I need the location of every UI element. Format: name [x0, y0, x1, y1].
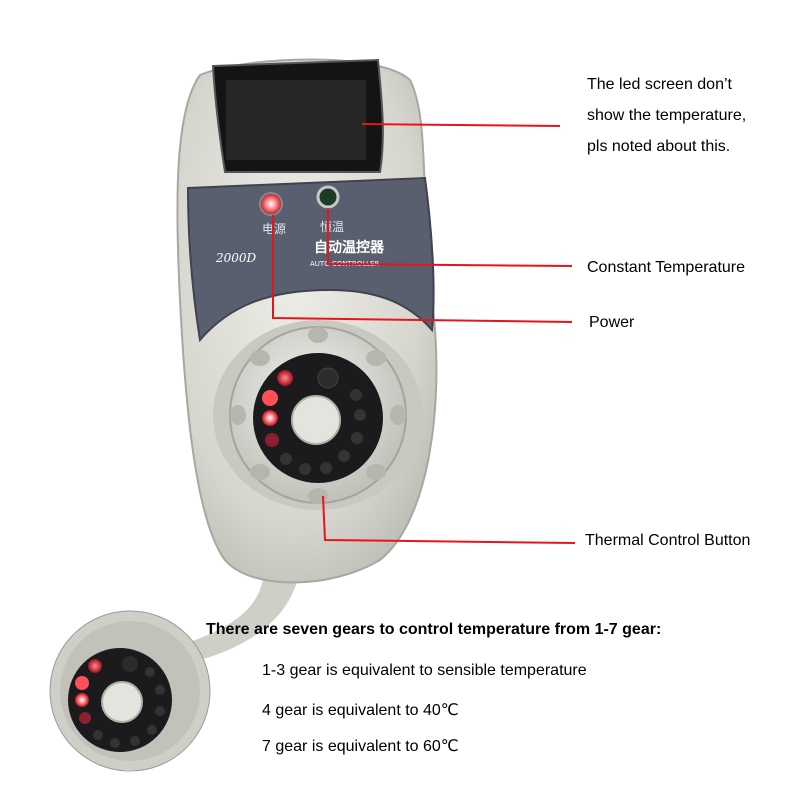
panel-label-constant: 恒温 — [320, 220, 344, 234]
led-screen-note: The led screen don’t show the temperatur… — [587, 69, 746, 162]
knob-center-button[interactable] — [291, 395, 341, 445]
control-panel — [186, 176, 435, 343]
led-note-line: show the temperature, — [587, 107, 747, 124]
pointer-thermal-button — [322, 495, 576, 544]
label-thermal-control-button: Thermal Control Button — [585, 532, 751, 549]
gear-line-2: 4 gear is equivalent to 40℃ — [262, 702, 459, 719]
gear-line-3: 7 gear is equivalent to 60℃ — [262, 738, 459, 755]
led-note-line: The led screen don’t — [587, 76, 732, 93]
pointer-led-screen — [361, 123, 561, 127]
panel-model: 2000D — [215, 251, 257, 265]
led-screen-glass — [226, 80, 366, 160]
panel-brand-cn: 自动温控器 — [314, 239, 385, 256]
power-led — [259, 192, 283, 216]
gear-leds — [262, 367, 366, 475]
led-note-line: pls noted about this. — [587, 138, 731, 155]
gear-line-1: 1-3 gear is equivalent to sensible tempe… — [262, 662, 587, 679]
label-power: Power — [589, 314, 635, 331]
panel-label-power: 电源 — [262, 222, 286, 236]
pointer-lines — [272, 123, 576, 544]
pointer-constant-temperature — [327, 208, 573, 267]
pointer-power — [272, 215, 573, 323]
dial-thumbnail — [50, 611, 210, 770]
label-constant-temperature: Constant Temperature — [587, 259, 746, 276]
constant-temperature-led — [316, 185, 340, 209]
gears-title: There are seven gears to control tempera… — [206, 621, 662, 638]
thermal-control-knob[interactable] — [229, 326, 407, 504]
